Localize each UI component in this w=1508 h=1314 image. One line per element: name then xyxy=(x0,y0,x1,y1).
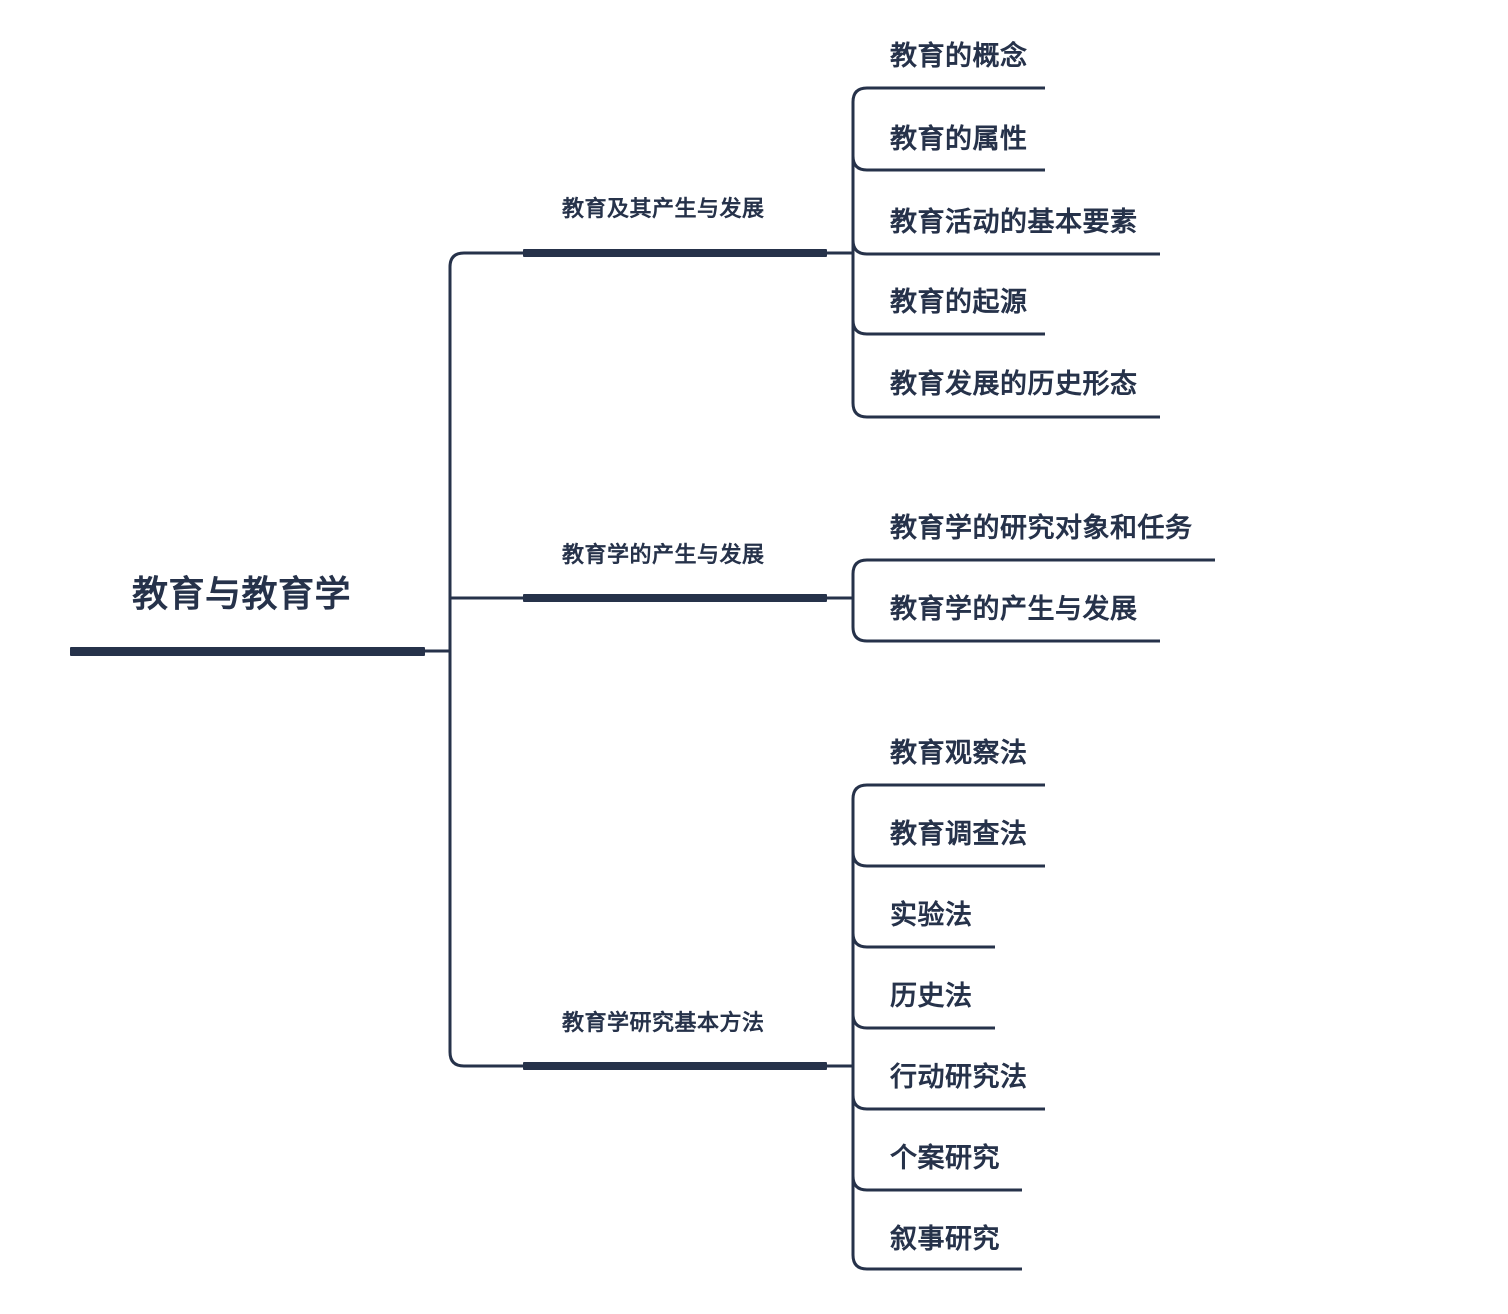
branch-node-bar xyxy=(523,249,827,257)
leaf-node-label[interactable]: 教育活动的基本要素 xyxy=(890,207,1138,238)
root-node-label[interactable]: 教育与教育学 xyxy=(132,573,352,615)
leaf-node-label[interactable]: 教育学的研究对象和任务 xyxy=(890,513,1193,544)
branch-node-label[interactable]: 教育及其产生与发展 xyxy=(562,196,765,222)
leaf-node-label[interactable]: 教育发展的历史形态 xyxy=(890,369,1138,400)
leaf-node-label[interactable]: 实验法 xyxy=(890,900,973,931)
leaf-node-label[interactable]: 历史法 xyxy=(890,981,973,1012)
leaf-node-label[interactable]: 教育调查法 xyxy=(890,819,1028,850)
leaf-node-label[interactable]: 教育的起源 xyxy=(890,287,1028,318)
leaf-node-label[interactable]: 教育观察法 xyxy=(890,738,1028,769)
leaf-node-label[interactable]: 教育学的产生与发展 xyxy=(890,594,1138,625)
branch-node-bar xyxy=(523,594,827,602)
leaf-node-label[interactable]: 叙事研究 xyxy=(890,1224,1000,1255)
leaf-node-label[interactable]: 教育的概念 xyxy=(890,41,1028,72)
branch-node-label[interactable]: 教育学的产生与发展 xyxy=(562,542,765,568)
leaf-node-label[interactable]: 行动研究法 xyxy=(890,1062,1028,1093)
root-node-bar xyxy=(70,647,425,656)
branch-node-bar xyxy=(523,1062,827,1070)
branch-node-label[interactable]: 教育学研究基本方法 xyxy=(562,1010,765,1036)
leaf-node-label[interactable]: 教育的属性 xyxy=(890,124,1028,155)
leaf-node-label[interactable]: 个案研究 xyxy=(890,1143,1000,1174)
